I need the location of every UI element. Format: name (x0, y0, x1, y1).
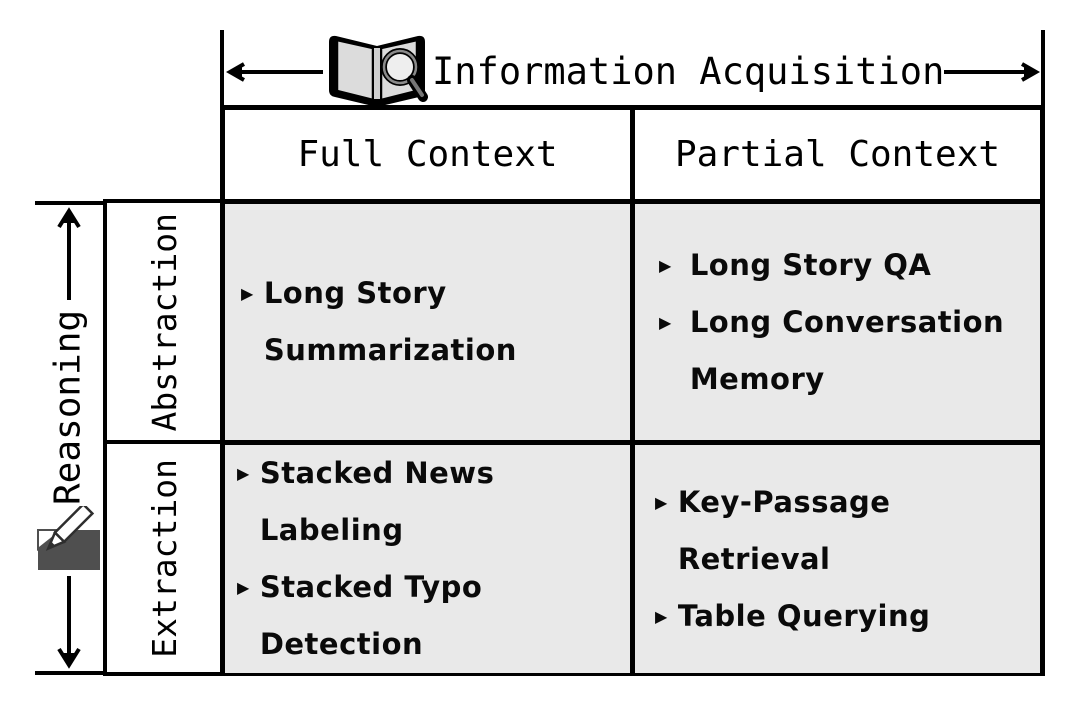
y-axis-top-line (35, 201, 105, 205)
task-item: ▶ Key-Passage Retrieval (655, 474, 1040, 588)
task-label: Long Conversation Memory (689, 304, 1005, 396)
column-header-label: Partial Context (674, 134, 1001, 175)
bullet-icon: ▶ (237, 578, 250, 597)
task-item: ▶ Long Conversation Memory (659, 294, 1040, 408)
task-item: ▶ Stacked News Labeling (237, 445, 630, 559)
bullet-icon: ▶ (655, 492, 668, 512)
bullet-icon: ▶ (659, 312, 672, 332)
cell-extraction-partial-context: ▶ Key-Passage Retrieval ▶ Table Querying (635, 445, 1040, 673)
x-axis-right-tick (1041, 30, 1045, 118)
task-label: Long Story QA (689, 247, 932, 282)
cell-abstraction-partial-context: ▶ Long Story QA ▶ Long Conversation Memo… (635, 204, 1040, 440)
task-item: ▶ Stacked Typo Detection (237, 559, 630, 673)
row-label-text: Abstraction (144, 212, 184, 432)
row-label-text: Extraction (144, 458, 184, 658)
arrow-up-icon (57, 207, 81, 300)
open-book-magnifier-icon (329, 35, 428, 107)
y-axis-title: Reasoning (47, 309, 89, 505)
bullet-icon: ▶ (237, 464, 250, 483)
task-label: Stacked Typo Detection (259, 570, 483, 661)
task-label: Stacked News Labeling (259, 456, 495, 547)
column-header-label: Full Context (297, 134, 558, 175)
matrix-grid: ▶ Long Story Summarization ▶ Long Story … (220, 199, 1045, 676)
bullet-icon: ▶ (241, 284, 254, 303)
x-axis-left-tick (220, 30, 224, 112)
task-item: ▶ Table Querying (655, 588, 1040, 645)
arrow-down-icon (57, 576, 81, 669)
bullet-icon: ▶ (655, 606, 668, 626)
row-label-extraction: Extraction (103, 440, 225, 676)
column-header-partial-context: Partial Context (630, 105, 1045, 204)
y-axis-bottom-line (35, 671, 105, 675)
task-label: Long Story Summarization (263, 276, 517, 367)
memo-pencil-icon (37, 506, 100, 570)
column-header-full-context: Full Context (220, 105, 635, 204)
arrow-right-icon (944, 62, 1041, 82)
arrow-left-icon (226, 62, 323, 82)
cell-abstraction-full-context: ▶ Long Story Summarization (225, 204, 630, 440)
task-item: ▶ Long Story Summarization (241, 265, 630, 379)
task-label: Table Querying (677, 598, 931, 633)
task-item: ▶ Long Story QA (659, 237, 1040, 294)
bullet-icon: ▶ (659, 255, 672, 275)
x-axis-title: Information Acquisition (432, 50, 945, 93)
row-label-abstraction: Abstraction (103, 199, 225, 445)
cell-extraction-full-context: ▶ Stacked News Labeling ▶ Stacked Typo D… (225, 445, 630, 673)
task-label: Key-Passage Retrieval (677, 484, 891, 576)
